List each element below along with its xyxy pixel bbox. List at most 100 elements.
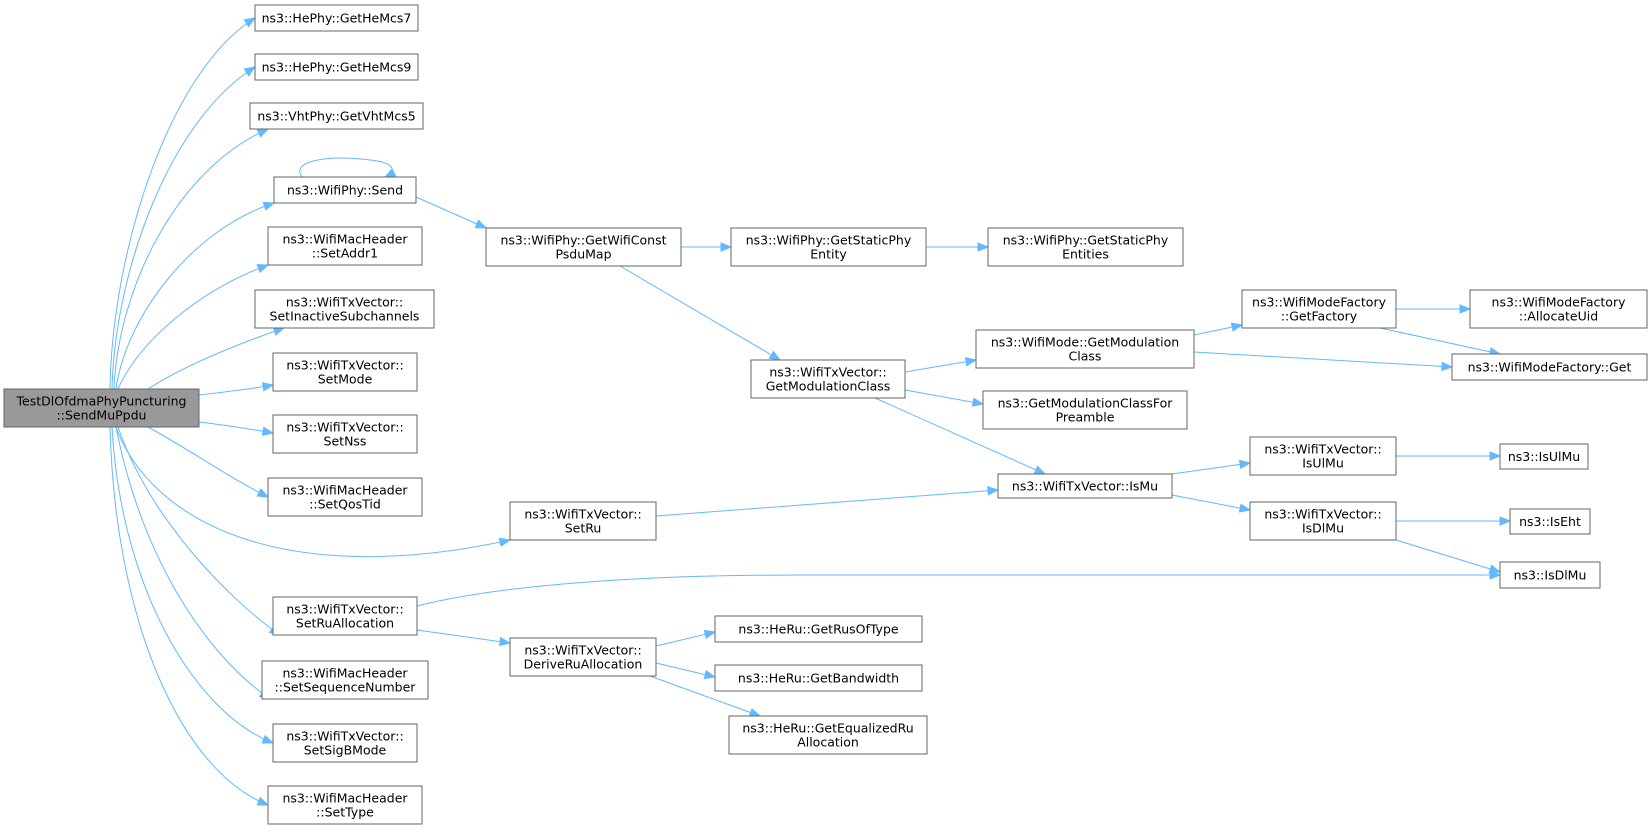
function-node[interactable]: ns3::WifiMacHeader::SetQosTid — [267, 477, 423, 517]
node-label-line: DeriveRuAllocation — [524, 657, 643, 672]
edge-arrowhead — [383, 168, 397, 178]
function-node[interactable]: ns3::WifiModeFactory::Get — [1451, 353, 1648, 381]
node-box — [728, 715, 928, 755]
function-node[interactable]: ns3::WifiTxVector::IsDlMu — [1249, 501, 1397, 541]
edge-n26-to-n29 — [1395, 539, 1501, 573]
edge-root-to-n10 — [115, 426, 511, 558]
edge-root-to-n8 — [198, 421, 274, 434]
node-label-line: SetRu — [565, 521, 602, 536]
node-box — [975, 329, 1195, 369]
node-box — [509, 637, 657, 677]
function-node[interactable]: ns3::WifiTxVector::IsMu — [997, 473, 1173, 499]
node-label-line: ns3::HePhy::GetHeMcs9 — [262, 60, 412, 75]
function-node[interactable]: ns3::WifiTxVector::SetInactiveSubchannel… — [254, 289, 435, 329]
root-function-node[interactable]: TestDlOfdmaPhyPuncturing::SendMuPpdu — [3, 388, 200, 428]
function-node[interactable]: ns3::HePhy::GetHeMcs9 — [254, 53, 419, 81]
function-node[interactable]: ns3::WifiPhy::Send — [273, 176, 417, 204]
function-node[interactable]: ns3::WifiTxVector::SetSigBMode — [272, 723, 418, 763]
function-node[interactable]: ns3::WifiMacHeader::SetType — [267, 785, 423, 825]
node-label-line: SetRuAllocation — [296, 616, 394, 631]
edge-n18-to-n19 — [904, 359, 977, 373]
edge-n11-to-n30 — [416, 629, 511, 644]
edge-n30-to-n33 — [649, 675, 761, 717]
node-label-line: ::AllocateUid — [1519, 309, 1598, 324]
node-label-line: ns3::IsDlMu — [1514, 568, 1587, 583]
function-node[interactable]: ns3::WifiMode::GetModulationClass — [975, 329, 1195, 369]
edge-root-to-n2 — [111, 66, 256, 390]
edge-arrowhead — [498, 537, 512, 547]
node-label-line: ::SetSequenceNumber — [275, 680, 417, 695]
node-label-line: ::SendMuPpdu — [57, 408, 147, 423]
node-label-line: ns3::WifiModeFactory::Get — [1468, 360, 1632, 375]
node-box — [1499, 561, 1601, 589]
edge-root-to-n6 — [147, 327, 285, 390]
edge-arrowhead — [748, 707, 762, 717]
node-box — [272, 723, 418, 763]
edge-root-to-n3 — [113, 128, 269, 390]
function-node[interactable]: ns3::WifiTxVector::IsUlMu — [1249, 436, 1397, 476]
function-node[interactable]: ns3::WifiMacHeader::SetSequenceNumber — [261, 660, 429, 700]
node-label-line: Class — [1069, 349, 1102, 364]
node-box — [1241, 289, 1397, 329]
function-node[interactable]: ns3::WifiMacHeader::SetAddr1 — [267, 226, 423, 266]
edge-arrowhead — [1489, 451, 1502, 461]
function-node[interactable]: ns3::VhtPhy::GetVhtMcs5 — [249, 102, 424, 130]
node-label-line: ns3::WifiMode::GetModulation — [991, 335, 1179, 350]
node-box — [1509, 508, 1591, 535]
node-box — [1499, 443, 1589, 470]
edge-arrowhead — [1238, 459, 1252, 470]
node-label-line: ns3::WifiPhy::GetStaticPhy — [1003, 233, 1169, 248]
edge-n19-to-n24 — [1193, 351, 1453, 368]
function-node[interactable]: ns3::HePhy::GetHeMcs7 — [254, 4, 419, 32]
function-node[interactable]: ns3::WifiTxVector::SetRu — [509, 501, 657, 541]
node-label-line: ns3::HeRu::GetBandwidth — [738, 671, 899, 686]
edge-arrowhead — [1441, 361, 1454, 372]
edge-arrowhead — [720, 242, 733, 252]
node-label-line: ns3::GetModulationClassFor — [998, 396, 1174, 411]
node-label-line: ns3::WifiTxVector:: — [286, 729, 403, 744]
node-box — [254, 4, 419, 32]
edge-arrowhead — [1033, 465, 1047, 475]
node-label-line: ns3::WifiPhy::GetStaticPhy — [746, 233, 912, 248]
function-node[interactable]: ns3::WifiModeFactory::GetFactory — [1241, 289, 1397, 329]
function-node[interactable]: ns3::WifiTxVector::DeriveRuAllocation — [509, 637, 657, 677]
node-label-line: IsDlMu — [1302, 521, 1344, 536]
node-box — [714, 615, 923, 643]
function-node[interactable]: ns3::WifiTxVector::SetRuAllocation — [272, 596, 418, 636]
edge-arrowhead — [1238, 503, 1252, 513]
node-box — [987, 227, 1184, 267]
edge-arrowhead — [243, 17, 257, 28]
node-label-line: ns3::WifiTxVector:: — [286, 420, 403, 435]
node-box — [267, 477, 423, 517]
node-box — [272, 352, 418, 392]
edge-root-to-n14 — [109, 426, 269, 806]
function-node[interactable]: ns3::IsUlMu — [1499, 443, 1589, 470]
edge-n18-to-n20 — [904, 389, 984, 405]
function-node[interactable]: ns3::WifiTxVector::SetMode — [272, 352, 418, 392]
function-node[interactable]: ns3::WifiTxVector::GetModulationClass — [750, 359, 906, 399]
edge-arrowhead — [498, 636, 512, 647]
call-graph-nodes: TestDlOfdmaPhyPuncturing::SendMuPpduns3:… — [3, 4, 1648, 825]
edge-n21-to-n26 — [1171, 494, 1251, 511]
edge-root-to-n7 — [198, 384, 274, 396]
edge-arrowhead — [256, 264, 270, 274]
edge-n4-to-n4 — [299, 157, 393, 178]
node-label-line: ns3::WifiTxVector:: — [524, 507, 641, 522]
function-node[interactable]: ns3::IsEht — [1509, 508, 1591, 535]
node-label-line: ns3::WifiPhy::Send — [287, 183, 403, 198]
node-label-line: Entity — [810, 247, 847, 262]
edge-n4-to-n15 — [415, 196, 487, 229]
function-node[interactable]: ns3::IsDlMu — [1499, 561, 1601, 589]
node-box — [254, 53, 419, 81]
function-node[interactable]: ns3::HeRu::GetBandwidth — [714, 664, 923, 692]
function-node[interactable]: ns3::WifiTxVector::SetNss — [272, 414, 418, 454]
node-label-line: ns3::WifiModeFactory — [1252, 295, 1387, 310]
edge-arrowhead — [256, 128, 270, 138]
function-node[interactable]: ns3::WifiModeFactory::AllocateUid — [1469, 289, 1648, 329]
function-node[interactable]: ns3::HeRu::GetRusOfType — [714, 615, 923, 643]
